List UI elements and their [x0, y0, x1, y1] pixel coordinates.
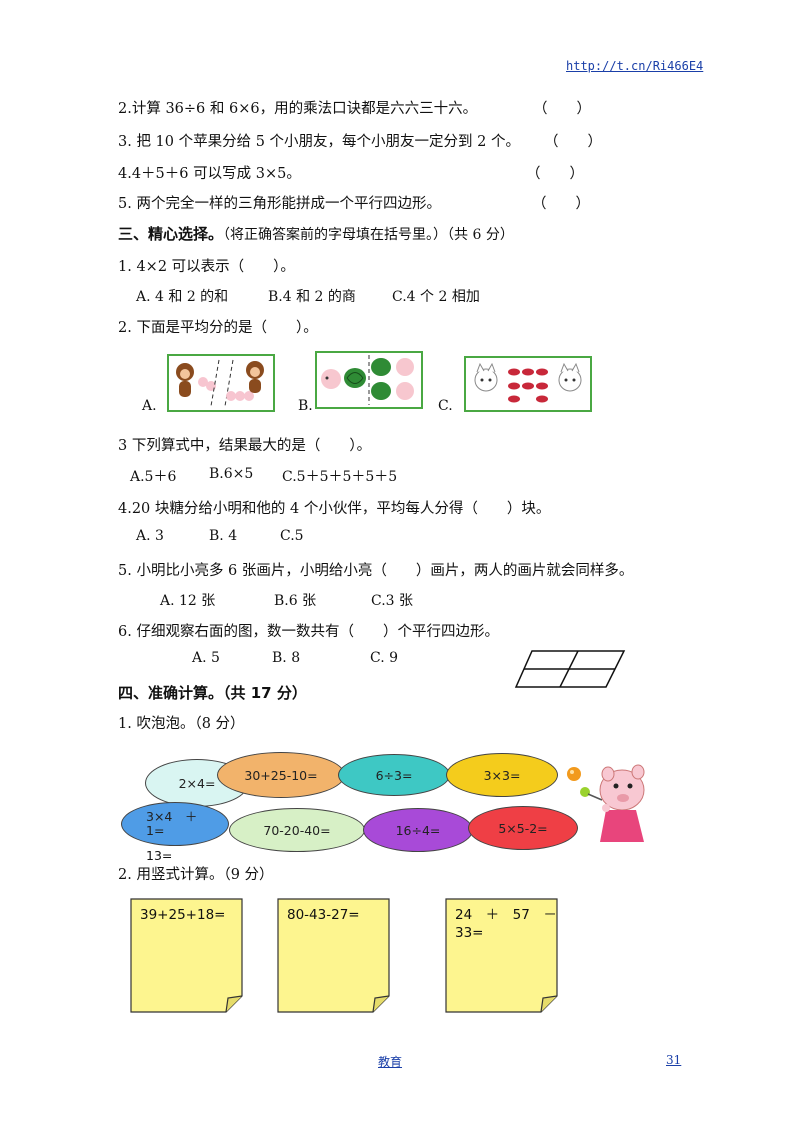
choice-q2-b[interactable]: B. [298, 398, 313, 414]
monkey-peach-illustration [176, 359, 264, 407]
judge-item-3: 3. 把 10 个苹果分给 5 个小朋友，每个小朋友一定分到 2 个。 [118, 134, 520, 150]
sticky-note-icon [445, 898, 558, 1013]
choice-q5-c[interactable]: C.3 张 [371, 593, 414, 609]
bubble-4-text: 3×3= [483, 767, 521, 783]
judge-paren-5[interactable]: （ ） [532, 196, 590, 212]
judge-paren-4[interactable]: （ ） [526, 166, 584, 182]
judge-paren-2[interactable]: （ ） [533, 101, 591, 117]
pig-blowing-bubbles-icon [567, 764, 645, 842]
bubble-3-text: 6÷3= [375, 767, 413, 783]
note-1[interactable]: 39+25+18= [130, 898, 244, 1014]
note-3[interactable]: 24 ＋ 57 － 33= [445, 898, 559, 1014]
choice-q4-c[interactable]: C.5 [280, 528, 304, 544]
choice-q6-a[interactable]: A. 5 [192, 650, 220, 666]
choice-q2: 2. 下面是平均分的是（ ）。 [118, 320, 318, 336]
choice-q4: 4.20 块糖分给小明和他的 4 个小伙伴，平均每人分得（ ）块。 [118, 501, 551, 517]
bubble-3[interactable]: 6÷3= [338, 754, 450, 796]
bubble-7-text: 16÷4= [395, 822, 441, 838]
choice-q3-c[interactable]: C.5＋5＋5＋5＋5 [282, 469, 398, 485]
choice-q5-a[interactable]: A. 12 张 [160, 593, 216, 609]
parallelogram-figure [514, 650, 626, 688]
note-3-line1: 24 ＋ 57 － [455, 907, 557, 923]
bubble-8[interactable]: 5×5-2= [468, 806, 578, 850]
choice-q6-b[interactable]: B. 8 [272, 650, 301, 666]
choice-q1-c[interactable]: C.4 个 2 相加 [392, 289, 480, 305]
note-3-line2: 33= [455, 925, 484, 941]
choice-q6: 6. 仔细观察右面的图，数一数共有（ ）个平行四边形。 [118, 624, 499, 640]
judge-item-5: 5. 两个完全一样的三角形能拼成一个平行四边形。 [118, 196, 441, 212]
picture-monkeys-peaches [167, 354, 275, 412]
bubbles-title: 1. 吹泡泡。（8 分） [118, 716, 245, 732]
sticky-note-icon [130, 898, 243, 1013]
choice-q4-b[interactable]: B. 4 [209, 528, 238, 544]
note-3-text: 24 ＋ 57 － 33= [455, 906, 557, 942]
note-2-line1: 80-43-27= [287, 907, 360, 923]
choice-q1: 1. 4×2 可以表示（ ）。 [118, 259, 295, 275]
bubble-5-extra: 13= [146, 848, 173, 863]
bubble-8-text: 5×5-2= [498, 820, 548, 836]
choice-q3-b[interactable]: B.6×5 [209, 466, 254, 482]
cat-fish-illustration [474, 362, 582, 403]
choice-q3-a[interactable]: A.5＋6 [130, 469, 177, 485]
bubble-6[interactable]: 70-20-40= [229, 808, 365, 852]
bubble-2[interactable]: 30+25-10= [217, 752, 345, 798]
choice-q6-c[interactable]: C. 9 [370, 650, 399, 666]
choice-q1-a[interactable]: A. 4 和 2 的和 [136, 289, 229, 305]
choice-q5-b[interactable]: B.6 张 [274, 593, 317, 609]
vertical-title: 2. 用竖式计算。（9 分） [118, 867, 274, 883]
bubble-6-text: 70-20-40= [263, 822, 331, 838]
choice-q3: 3 下列算式中，结果最大的是（ ）。 [118, 438, 372, 454]
header-link[interactable]: http://t.cn/Ri466E4 [566, 59, 704, 73]
picture-cats-fish [464, 356, 592, 412]
section-choice-heading: 三、精心选择。 [118, 225, 224, 243]
pig-watermelon-illustration [321, 355, 414, 405]
judge-item-4: 4.4＋5＋6 可以写成 3×5。 [118, 166, 301, 182]
sticky-note-icon [277, 898, 390, 1013]
choice-q5: 5. 小明比小亮多 6 张画片，小明给小亮（ ）画片，两人的画片就会同样多。 [118, 563, 634, 579]
bubble-7[interactable]: 16÷4= [363, 808, 473, 852]
section-calc-title: 四、准确计算。（共 17 分） [118, 684, 307, 702]
footer-center[interactable]: 教育 [378, 1055, 403, 1069]
judge-paren-3[interactable]: （ ） [544, 134, 602, 150]
bubble-5[interactable]: 3×4 ＋ 1= [121, 802, 229, 846]
choice-q4-a[interactable]: A. 3 [136, 528, 164, 544]
bubble-4[interactable]: 3×3= [446, 753, 558, 797]
judge-item-2: 2.计算 36÷6 和 6×6，用的乘法口诀都是六六三十六。 [118, 101, 478, 117]
bubble-5-text: 3×4 ＋ 1= [146, 809, 210, 838]
choice-q1-b[interactable]: B.4 和 2 的商 [268, 289, 356, 305]
note-1-line1: 39+25+18= [140, 907, 226, 923]
bubble-2-text: 30+25-10= [244, 767, 318, 783]
page-number: 31 [666, 1053, 682, 1067]
bubble-1-text: 2×4= [178, 775, 216, 791]
choice-q2-a[interactable]: A. [142, 398, 157, 414]
section-choice-subtitle: （将正确答案前的字母填在括号里。）（共 6 分） [223, 227, 514, 243]
picture-pigs-watermelons [315, 351, 423, 409]
note-2[interactable]: 80-43-27= [277, 898, 391, 1014]
choice-q2-c[interactable]: C. [438, 398, 453, 414]
section-choice-title: 三、精心选择。（将正确答案前的字母填在括号里。）（共 6 分） [118, 223, 514, 244]
